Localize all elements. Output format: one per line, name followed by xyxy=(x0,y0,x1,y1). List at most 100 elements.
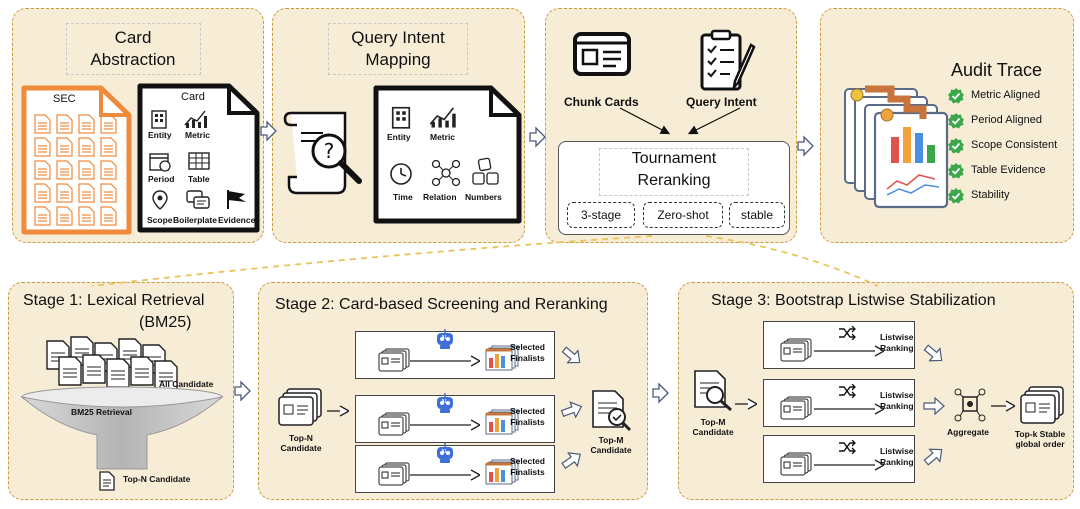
check-badge-icon xyxy=(947,112,965,130)
arrow-right-icon xyxy=(560,401,583,424)
query-intent-title-box xyxy=(328,23,468,75)
aggregate-label: Aggregate xyxy=(947,427,990,437)
chunk-cards-label: Chunk Cards xyxy=(564,95,639,109)
finalists-stack-icon xyxy=(484,408,520,441)
stage3-topm-label: Top-M Candidate xyxy=(692,417,734,437)
robot-icon xyxy=(434,442,456,469)
robot-icon xyxy=(434,328,456,355)
chunk-card-icon xyxy=(573,32,631,76)
topn-stack-icon xyxy=(278,388,322,426)
option-3-stage: 3-stage xyxy=(567,202,635,228)
shuffle-icon xyxy=(838,325,856,345)
stage2-panel: Stage 2: Card-based Screening and Rerank… xyxy=(258,282,648,500)
arrow-right-icon xyxy=(814,344,886,362)
stage1-subtitle: (BM25) xyxy=(139,314,192,331)
check-badge-icon xyxy=(947,137,965,155)
tournament-title-box xyxy=(599,148,749,196)
card-stack-icon xyxy=(780,396,812,425)
chat-bubbles-icon xyxy=(186,190,210,209)
relation-network-icon xyxy=(431,159,461,187)
robot-icon xyxy=(434,392,456,419)
ai-badge-label: AI xyxy=(441,335,446,341)
intent-field-entity: Entity xyxy=(387,132,411,142)
arrow-right-icon xyxy=(652,382,669,404)
query-intent-label: Query Intent xyxy=(686,95,757,109)
stage1-panel: Stage 1: Lexical Retrieval (BM25) All Ca… xyxy=(8,282,234,500)
location-pin-icon xyxy=(152,190,168,210)
shuffle-icon xyxy=(838,439,856,459)
card-abstraction-title-box xyxy=(66,23,201,75)
arrow-right-icon xyxy=(234,380,251,402)
number-blocks-icon xyxy=(472,157,499,185)
arrow-right-icon xyxy=(327,404,351,422)
tournament-title: Tournament Reranking xyxy=(631,150,717,189)
funnel-icon xyxy=(20,386,224,470)
finalists-stack-icon xyxy=(484,458,520,491)
intent-field-numbers: Numbers xyxy=(465,192,502,202)
card-field-period: Period xyxy=(148,174,175,184)
shuffle-icon xyxy=(838,383,856,403)
topk-label: Top-k Stable global order xyxy=(1014,429,1066,449)
card-field-metric: Metric xyxy=(185,130,211,140)
arrow-right-icon xyxy=(735,397,759,415)
stage3-panel: Stage 3: Bootstrap Listwise Stabilizatio… xyxy=(678,282,1074,500)
checklist-clipboard-icon xyxy=(700,29,756,91)
card-stack-icon xyxy=(378,412,410,441)
audit-check-item: Metric Aligned xyxy=(971,89,1041,101)
card-abstraction-panel: Card Abstraction SEC Card Entity Metric … xyxy=(12,8,264,243)
card-field-evidence: Evidence xyxy=(218,215,256,225)
card-abstraction-title: Card Abstraction xyxy=(90,28,176,69)
topk-stack-icon xyxy=(1020,386,1064,424)
calendar-icon xyxy=(149,153,171,172)
audit-report-stack-icon xyxy=(844,85,949,209)
tournament-panel: Chunk Cards Query Intent Tournament Rera… xyxy=(545,8,797,243)
arrow-right-icon xyxy=(410,468,482,486)
document-icon xyxy=(99,471,115,491)
topm-candidate-label: Top-M Candidate xyxy=(590,435,632,455)
card-field-boilerplate: Boilerplate xyxy=(173,215,217,225)
arrow-right-icon xyxy=(410,354,482,372)
check-badge-icon xyxy=(947,162,965,180)
card-stack-icon xyxy=(378,348,410,377)
document-pile-icon xyxy=(46,336,178,390)
table-icon xyxy=(188,152,210,170)
option-stable: stable xyxy=(729,202,785,228)
card-label: Card xyxy=(181,91,205,103)
sec-document-icon xyxy=(21,85,132,235)
all-candidate-label: All Candidate xyxy=(159,379,214,389)
zoom-line-right xyxy=(705,235,879,287)
query-intent-mapping-panel: Query Intent Mapping ? Entity Metric Tim… xyxy=(272,8,525,243)
tournament-reranking-box: Tournament Reranking 3-stage Zero-shot s… xyxy=(558,141,790,235)
intent-document-icon xyxy=(373,85,522,224)
card-field-entity: Entity xyxy=(148,130,172,140)
finalists-stack-icon xyxy=(484,344,520,377)
audit-check-item: Scope Consistent xyxy=(971,139,1058,151)
scroll-search-icon: ? xyxy=(283,111,362,195)
aggregate-network-icon xyxy=(954,388,986,422)
zoom-line-left xyxy=(91,235,653,287)
top-n-candidate-label: Top-N Candidate xyxy=(123,474,191,484)
audit-check-item: Period Aligned xyxy=(971,114,1042,126)
arrow-right-icon xyxy=(797,135,814,157)
metric-chart-icon xyxy=(184,110,207,128)
card-field-table: Table xyxy=(188,174,210,184)
arrow-right-icon xyxy=(561,451,583,474)
arrow-right-icon xyxy=(814,402,886,420)
audit-check-item: Table Evidence xyxy=(971,164,1046,176)
building-icon xyxy=(151,110,167,129)
stage3-title: Stage 3: Bootstrap Listwise Stabilizatio… xyxy=(711,292,996,309)
building-icon xyxy=(391,106,411,129)
svg-text:?: ? xyxy=(324,139,335,163)
card-stack-icon xyxy=(780,452,812,481)
bm25-retrieval-label: BM25 Retrieval xyxy=(71,407,132,417)
